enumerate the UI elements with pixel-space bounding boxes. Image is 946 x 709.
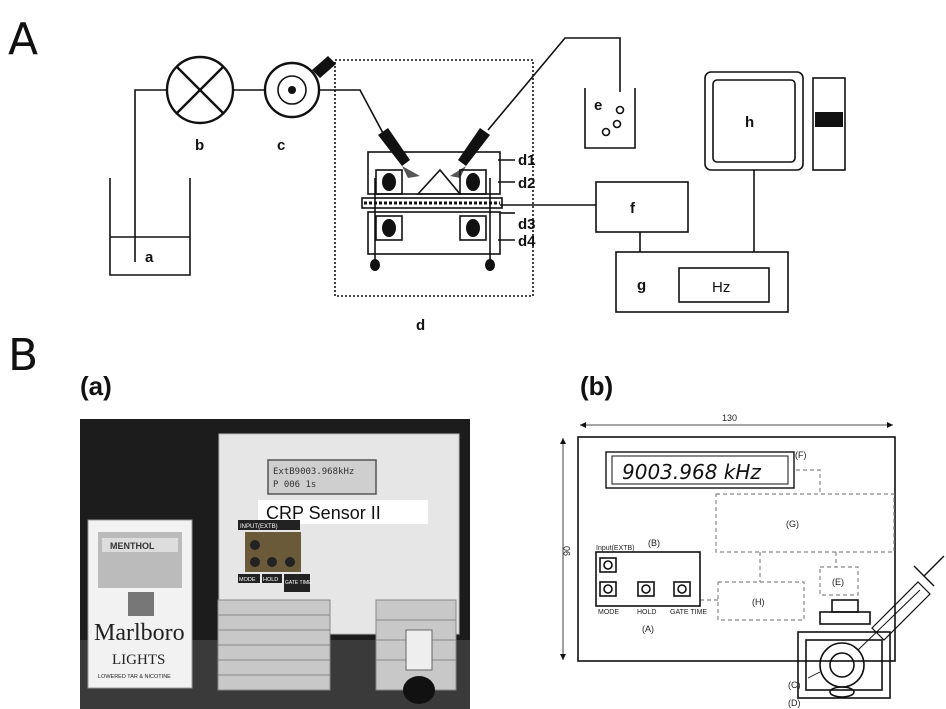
photo-btn-gate: GATE TIME <box>285 580 312 586</box>
photo-lcd-line1: ExtB9003.968kHz <box>273 467 354 477</box>
label-d3: d3 <box>518 216 536 233</box>
photo-btn-mode: MODE <box>239 577 256 583</box>
pack-brand: Marlboro <box>94 620 185 646</box>
schematic-btn-gate: GATE TIME <box>670 609 707 616</box>
schematic-btn-mode: MODE <box>598 609 619 616</box>
flow-cell-d: d1 d2 d3 d4 <box>362 152 536 271</box>
panel-a-letter: A <box>8 14 38 65</box>
callout-f: (F) <box>795 450 807 460</box>
device-schematic: 130 90 9003.968 kHz (F) (G) (H) (E) Inpu… <box>560 413 944 708</box>
flow-cell-box <box>335 60 533 296</box>
label-d: d <box>416 317 425 334</box>
height-dimension: 90 <box>562 546 572 556</box>
panel-b-letter: B <box>8 330 38 381</box>
callout-c: (C) <box>788 680 801 690</box>
injector-c: c <box>265 56 336 154</box>
schematic-input-label: Input(EXTB) <box>596 545 635 552</box>
label-e: e <box>594 97 602 114</box>
photo-lcd-line2: P 006 1s <box>273 480 316 490</box>
callout-h: (H) <box>752 597 765 607</box>
width-dimension: 130 <box>722 413 737 423</box>
callout-e: (E) <box>832 577 844 587</box>
label-a: a <box>145 249 154 266</box>
label-d4: d4 <box>518 233 536 250</box>
label-b: b <box>195 137 204 154</box>
photo-btn-hold: HOLD <box>263 577 278 583</box>
callout-b: (B) <box>648 538 660 548</box>
label-c: c <box>277 137 285 154</box>
label-f: f <box>630 200 636 217</box>
label-h: h <box>745 114 754 131</box>
pack-fine: LOWERED TAR & NICOTINE <box>98 674 171 680</box>
label-d2: d2 <box>518 175 536 192</box>
pump-b: b <box>167 57 233 154</box>
photo-input-label: INPUT(EXTB) <box>240 524 278 530</box>
label-g: g <box>637 277 646 294</box>
tube-to-cell <box>319 90 392 150</box>
label-d1: d1 <box>518 152 536 169</box>
waste-beaker-e: e <box>585 88 635 148</box>
device-photo: ExtB9003.968kHz P 006 1s CRP Sensor II I… <box>80 419 470 709</box>
photo-label: (a) <box>80 371 112 401</box>
computer-h: h <box>705 72 845 252</box>
schematic-display: 9003.968 kHz <box>622 460 761 484</box>
schematic-label: (b) <box>580 371 613 401</box>
pack-sub: LIGHTS <box>112 652 165 668</box>
frequency-counter-g: g Hz <box>616 252 788 312</box>
beaker-a: a <box>110 178 190 275</box>
schematic-btn-hold: HOLD <box>637 609 656 616</box>
callout-d: (D) <box>788 698 801 708</box>
callout-a: (A) <box>642 624 654 634</box>
electrodes <box>378 38 620 178</box>
pack-top: MENTHOL <box>110 541 155 551</box>
label-hz: Hz <box>712 279 730 296</box>
callout-g: (G) <box>786 519 799 529</box>
